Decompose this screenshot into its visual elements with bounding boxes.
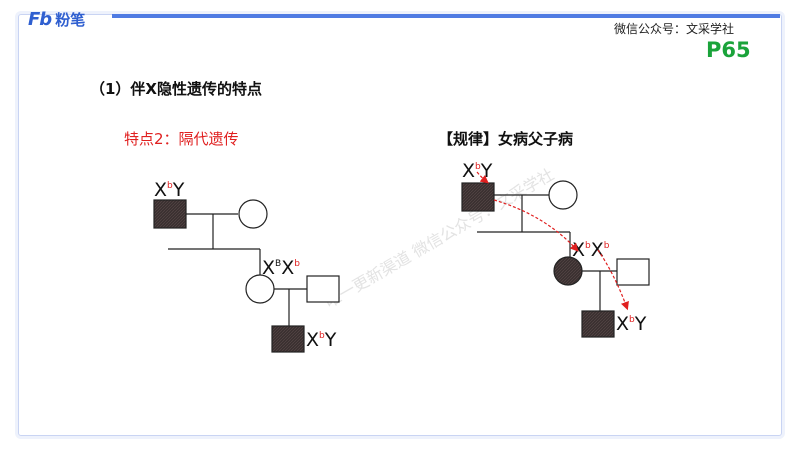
left-father-normal-male — [306, 275, 340, 303]
feature-label: 特点2：隔代遗传 — [124, 130, 239, 148]
fenbi-logo: Fb 粉笔 — [28, 8, 85, 30]
inheritance-arrow-3 — [597, 249, 629, 311]
left-mother-genotype: XBXb — [262, 257, 300, 279]
left-pedigree: XbY XBXb XbY — [153, 179, 340, 353]
inheritance-arrow-1 — [476, 171, 489, 184]
inheritance-arrow-2 — [493, 199, 579, 252]
rule-label: 【规律】女病父子病 — [438, 130, 574, 148]
right-daughter-affected-female — [553, 256, 583, 286]
left-mother-carrier-female — [245, 274, 275, 304]
right-father-affected-male — [461, 182, 495, 212]
right-son-genotype: XbY — [616, 313, 647, 335]
right-daughter-genotype: XbXb — [572, 239, 610, 261]
header-bar — [112, 14, 780, 18]
right-son-affected-male — [581, 310, 615, 338]
watermark: 唯一更新渠道 微信公众号：文采学社 — [322, 165, 558, 312]
right-mother-normal-female — [548, 180, 578, 210]
right-pedigree: XbY XbXb XbY — [461, 160, 650, 338]
right-husband-normal-male — [616, 258, 650, 286]
logo-text: 粉笔 — [55, 10, 86, 29]
left-grandmother-normal-female — [238, 199, 268, 229]
left-son-affected-male — [271, 325, 305, 353]
section-title: （1）伴X隐性遗传的特点 — [90, 80, 263, 98]
right-father-genotype: XbY — [462, 160, 493, 182]
left-son-genotype: XbY — [306, 329, 337, 351]
left-grandfather-affected-male — [153, 199, 187, 229]
left-grandfather-genotype: XbY — [154, 179, 185, 201]
wechat-account: 微信公众号：文采学社 — [614, 22, 735, 36]
page-number: P65 — [706, 38, 751, 62]
logo-mark: Fb — [28, 8, 52, 30]
